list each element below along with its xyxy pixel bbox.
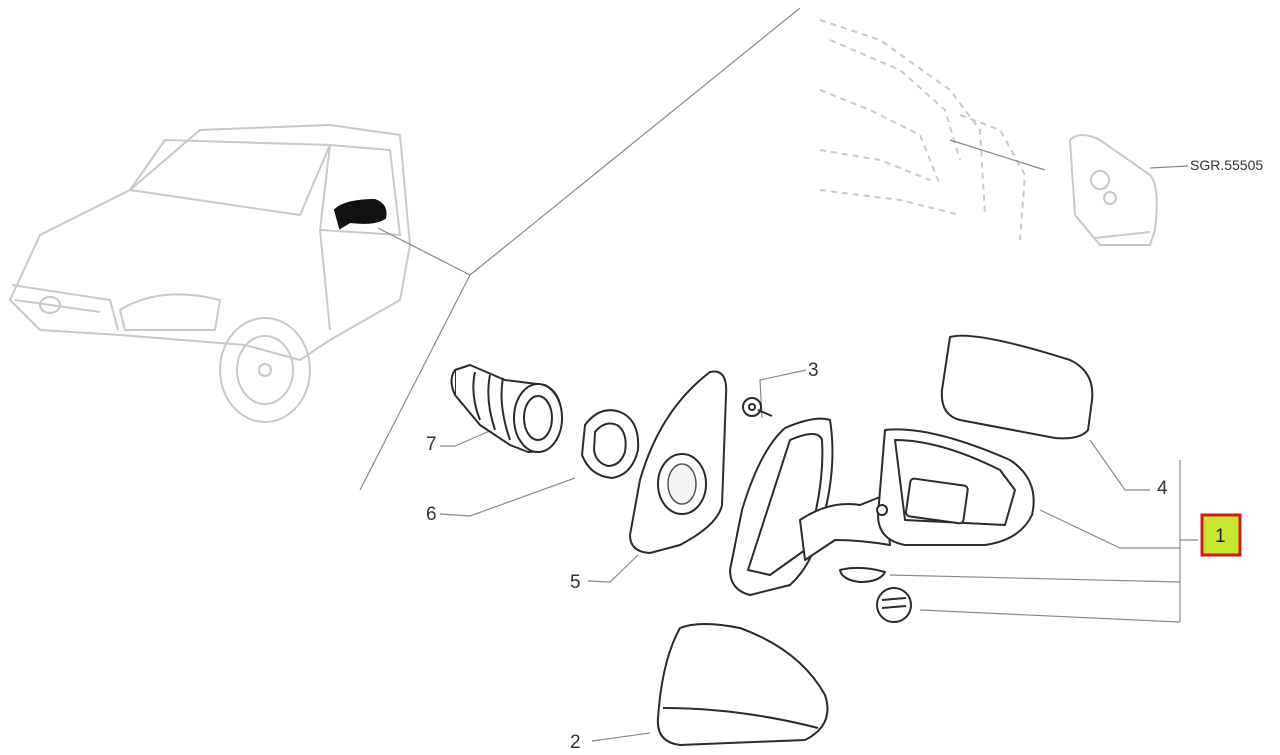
interior-switch-illustration xyxy=(819,19,1158,246)
leader-lines xyxy=(359,7,1198,742)
part-4-mirror-glass xyxy=(940,334,1094,440)
part-3-screw xyxy=(742,397,773,417)
label-part-7: 7 xyxy=(426,434,437,455)
label-part-2: 2 xyxy=(570,732,581,753)
label-part-5: 5 xyxy=(570,572,581,593)
label-part-6: 6 xyxy=(426,504,437,525)
label-part-4: 4 xyxy=(1157,478,1168,499)
part-labels: SGR.55505 3 4 7 6 5 2 1 xyxy=(426,157,1263,753)
part-6-ring-nut xyxy=(581,409,640,479)
mirror-location-highlight xyxy=(333,198,387,230)
part-1-clips xyxy=(839,566,912,623)
label-part-3: 3 xyxy=(808,360,819,381)
part-7-boot xyxy=(450,364,563,453)
car-overview-illustration xyxy=(8,123,412,423)
part-2-cover-shell xyxy=(656,623,829,746)
label-part-1: 1 xyxy=(1215,526,1226,547)
reference-code-label: SGR.55505 xyxy=(1190,157,1263,173)
part-1-mirror-frame xyxy=(729,417,1035,596)
highlighted-part-1-callout[interactable]: 1 xyxy=(1200,513,1242,557)
part-5-gasket-plate xyxy=(629,370,728,554)
